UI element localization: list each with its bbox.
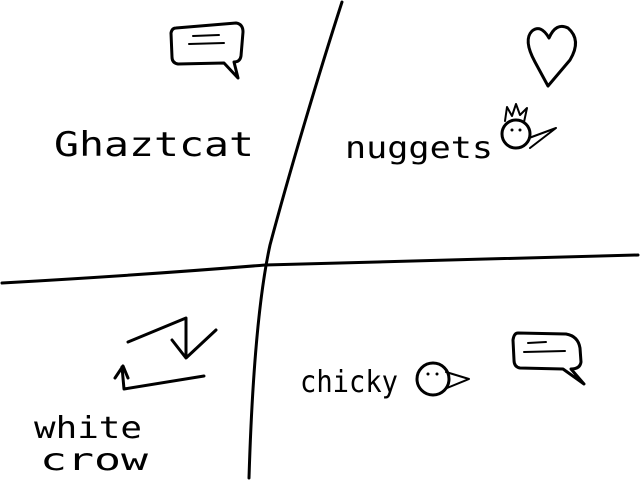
crow-label: crow [40, 443, 149, 478]
nuggets-label: nuggets [345, 131, 493, 166]
horizontal-divider-line [0, 253, 640, 285]
ghaztcat-label: Ghaztcat [54, 125, 254, 165]
bird-icon [415, 361, 470, 397]
bird-with-crest-icon [500, 103, 557, 150]
quadrant-bottom-right: chicky [300, 331, 586, 400]
quadrant-bottom-left: white crow [34, 316, 218, 478]
quadrant-top-left: Ghaztcat [54, 21, 254, 165]
quadrant-top-right: nuggets [345, 24, 577, 166]
white-label: white [34, 411, 142, 446]
chicky-label: chicky [300, 365, 398, 400]
heart-icon [526, 24, 577, 88]
speech-bubble-icon [169, 21, 245, 80]
speech-bubble-icon [511, 331, 586, 386]
swap-arrows-icon [113, 316, 218, 391]
vertical-divider-line [247, 0, 344, 480]
